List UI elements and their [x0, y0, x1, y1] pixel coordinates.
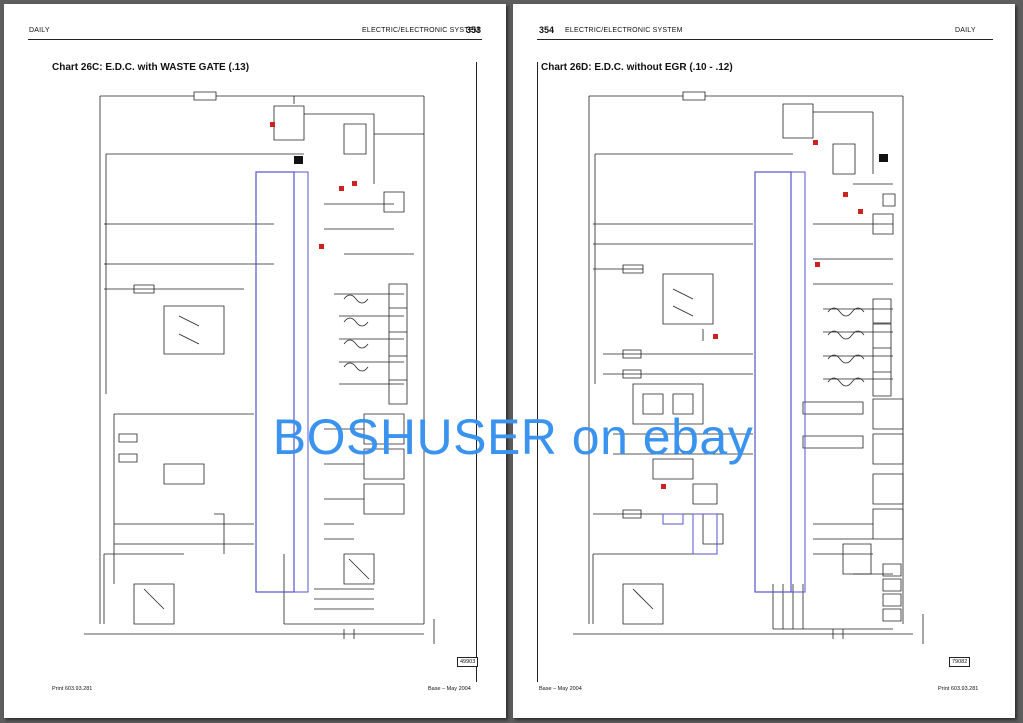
page-footer-left: Base – May 2004	[539, 686, 582, 692]
header-rule	[28, 39, 482, 40]
chart-title: Chart 26D: E.D.C. without EGR (.10 - .12…	[541, 62, 733, 73]
wiring-diagram-26d	[573, 91, 924, 644]
page-header-right: DAILY	[955, 27, 976, 34]
page-footer-right: Base – May 2004	[428, 686, 471, 692]
page-number: 353	[466, 25, 482, 35]
page-frame-line	[476, 62, 477, 682]
header-rule	[537, 39, 993, 40]
watermark-text: BOSHUSER on ebay	[272, 409, 754, 465]
document-page-right: 354 ELECTRIC/ELECTRONIC SYSTEM DAILY Cha…	[513, 4, 1015, 718]
page-footer-right: Print 603.93.281	[938, 686, 979, 692]
page-footer-left: Print 603.93.281	[52, 686, 93, 692]
page-frame-line	[537, 62, 538, 682]
chart-title: Chart 26C: E.D.C. with WASTE GATE (.13)	[52, 62, 250, 73]
page-number: 354	[539, 25, 555, 35]
sheet-id-badge: 49903	[457, 657, 479, 667]
page-header-left: ELECTRIC/ELECTRONIC SYSTEM	[565, 27, 683, 34]
page-header-left: DAILY	[29, 27, 50, 34]
wiring-diagram-26c	[84, 91, 435, 644]
sheet-id-badge: 79082	[949, 657, 971, 667]
page-header-right: ELECTRIC/ELECTRONIC SYSTEM	[362, 27, 480, 34]
document-page-left: DAILY ELECTRIC/ELECTRONIC SYSTEM 353 Cha…	[4, 4, 506, 718]
